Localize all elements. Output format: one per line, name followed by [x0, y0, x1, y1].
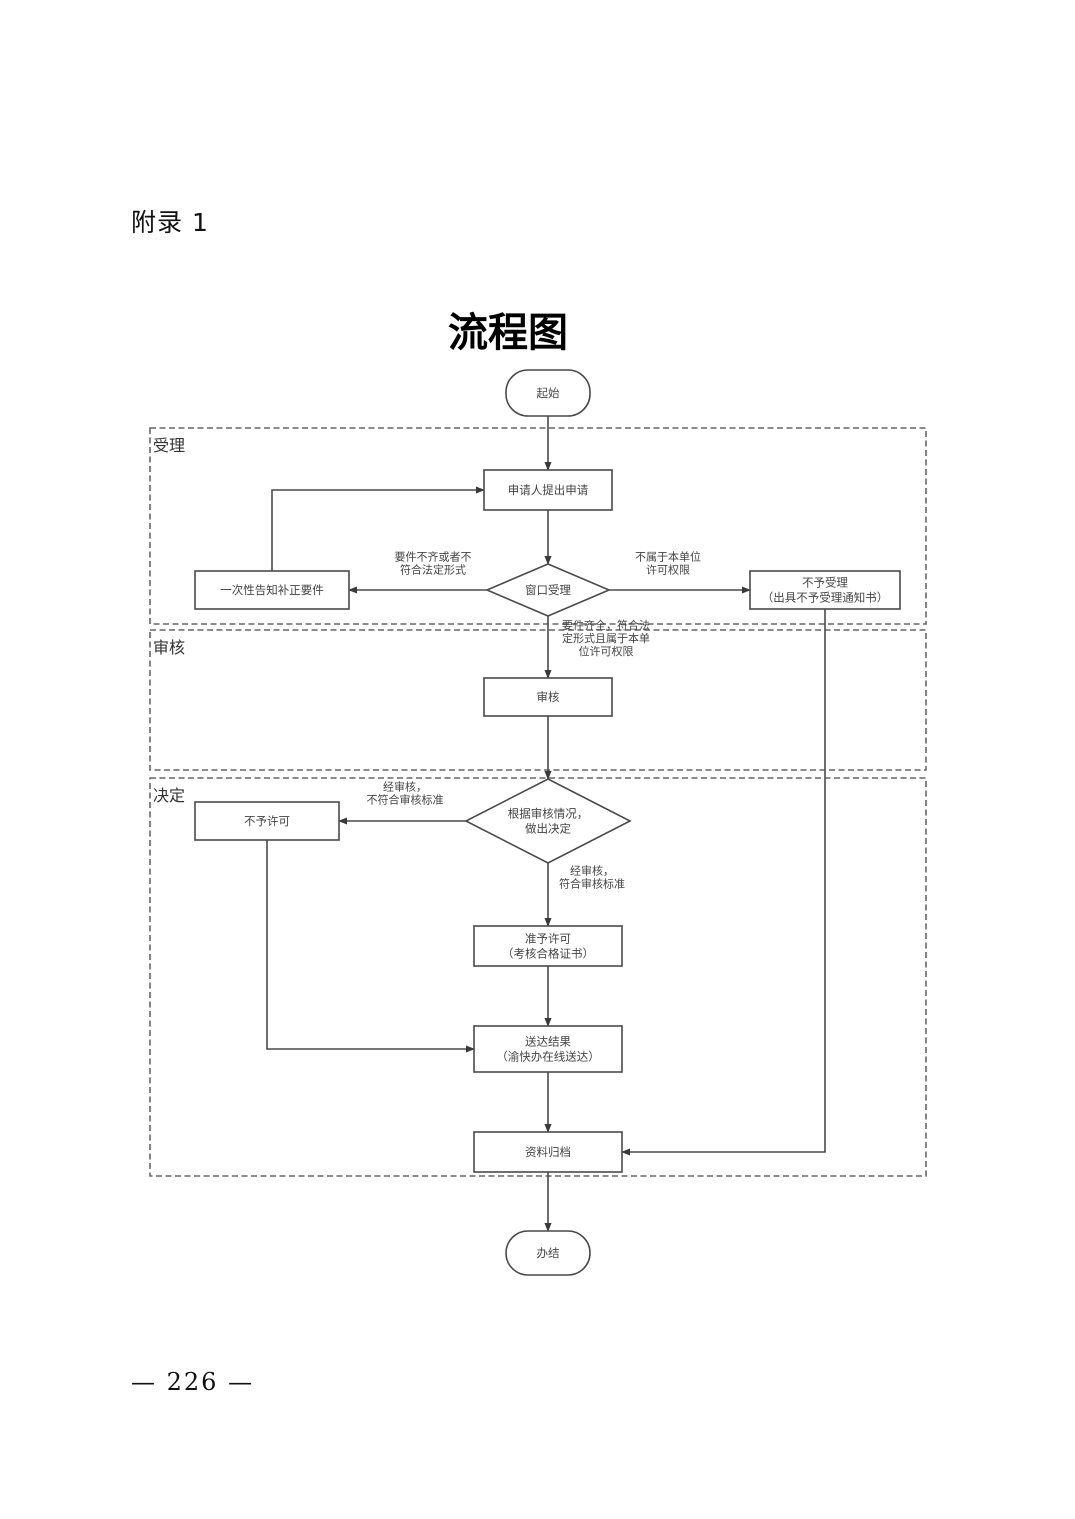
lane-decide: 决定	[149, 777, 927, 1177]
decision-shape	[484, 563, 612, 617]
edge-reject-archive	[621, 609, 826, 1156]
terminal-shape	[505, 1230, 591, 1276]
node-text: 不予许可	[244, 814, 290, 828]
lane-review: 审核	[149, 629, 927, 771]
lane-border	[149, 777, 927, 1177]
lane-accept: 受理	[149, 427, 927, 625]
node-text: 做出决定	[525, 822, 571, 836]
node-text: 申请人提出申请	[508, 483, 589, 497]
edge-label-text: 不属于本单位	[635, 550, 701, 564]
node-text: （考核合格证书）	[502, 947, 594, 961]
node-start: 起始	[505, 369, 591, 417]
node-text: （出具不予受理通知书）	[762, 591, 889, 605]
lane-label: 受理	[153, 436, 185, 455]
process-shape	[483, 469, 613, 511]
node-text: 起始	[537, 386, 560, 400]
edge-label-text: 符合法定形式	[400, 563, 466, 577]
lane-border	[149, 629, 927, 771]
node-text: 办结	[537, 1246, 560, 1260]
edge-label-text: 经审核，	[570, 864, 614, 878]
page-title: 流程图	[448, 309, 568, 356]
edge-label-text: 位许可权限	[579, 644, 634, 658]
edge-label-text: 定形式且属于本单	[562, 631, 650, 645]
terminal-shape	[505, 369, 591, 417]
node-apply: 申请人提出申请	[483, 469, 613, 511]
process-shape	[483, 677, 613, 717]
node-end: 办结	[505, 1230, 591, 1276]
edge-label-text: 符合审核标准	[559, 877, 625, 891]
edge-label-text: 要件不齐或者不	[395, 550, 472, 564]
process-shape	[473, 1131, 623, 1173]
process-shape	[473, 1025, 623, 1073]
lane-label: 审核	[153, 638, 185, 657]
node-text: 根据审核情况，	[508, 807, 589, 821]
node-archive: 资料归档	[473, 1131, 623, 1173]
edge-deny-deliver	[266, 840, 475, 1053]
node-text: （渝快办在线送达）	[496, 1050, 600, 1064]
node-review: 审核	[483, 677, 613, 717]
node-grant: 准予许可（考核合格证书）	[473, 925, 623, 967]
edge-label-text: 经审核，	[383, 780, 427, 794]
lane-label: 决定	[153, 786, 185, 805]
process-shape	[749, 570, 901, 610]
edge-label-text: 不符合审核标准	[367, 793, 444, 807]
edge-label-decide-deny: 经审核，不符合审核标准	[367, 780, 444, 807]
process-shape	[473, 925, 623, 967]
node-reject-accept: 不予受理（出具不予受理通知书）	[749, 570, 901, 610]
node-window: 窗口受理	[484, 563, 612, 617]
process-shape	[194, 801, 340, 841]
edge-label-text: 许可权限	[646, 564, 690, 577]
decision-shape	[464, 778, 632, 864]
appendix-label: 附录 1	[131, 208, 209, 237]
process-shape	[194, 570, 350, 610]
node-decide: 根据审核情况，做出决定	[464, 778, 632, 864]
edge-notify-apply	[271, 486, 485, 571]
edge-label-decide-grant: 经审核，符合审核标准	[559, 864, 625, 891]
node-text: 不予受理	[802, 576, 848, 590]
node-text: 审核	[537, 690, 560, 704]
lane-border	[149, 427, 927, 625]
node-notify-correct: 一次性告知补正要件	[194, 570, 350, 610]
node-text: 资料归档	[525, 1145, 571, 1159]
page-number: — 226 —	[131, 1368, 255, 1396]
node-text: 一次性告知补正要件	[220, 583, 324, 597]
node-text: 准予许可	[525, 932, 571, 946]
edge-label-text: 要件齐全，符合法	[562, 618, 650, 632]
node-deliver: 送达结果（渝快办在线送达）	[473, 1025, 623, 1073]
node-deny: 不予许可	[194, 801, 340, 841]
node-text: 窗口受理	[525, 583, 571, 597]
node-text: 送达结果	[525, 1035, 571, 1049]
